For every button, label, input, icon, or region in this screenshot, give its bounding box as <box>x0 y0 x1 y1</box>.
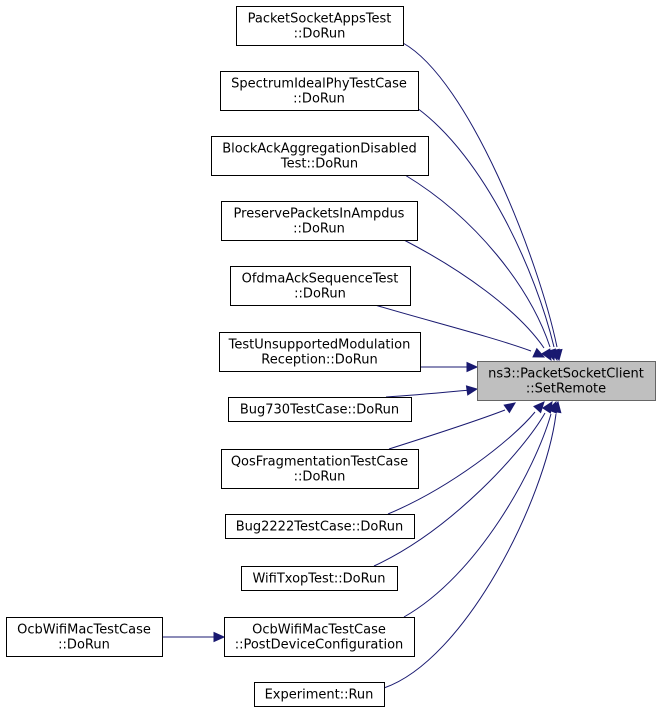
node-unsupp[interactable]: TestUnsupportedModulationReception::DoRu… <box>219 332 421 372</box>
edge-ocbpost-to-setremote <box>403 400 557 618</box>
arrow-head <box>503 402 516 414</box>
node-label-line: Reception::DoRun <box>261 353 377 368</box>
edge-line <box>404 174 551 348</box>
node-box <box>254 682 385 707</box>
arrow-head <box>541 348 552 362</box>
edge-line <box>388 409 506 450</box>
edge-bug2222-to-setremote <box>387 401 545 515</box>
node-box <box>228 397 412 422</box>
edge-qosfrag-to-setremote <box>388 402 516 450</box>
arrow-head <box>533 401 545 414</box>
node-label-line: ::DoRun <box>294 287 346 302</box>
node-ocbrun[interactable]: OcbWifiMacTestCase::DoRun <box>6 617 163 657</box>
node-box <box>225 514 415 539</box>
node-label-line: TestUnsupportedModulation <box>228 338 411 353</box>
node-preserve[interactable]: PreservePacketsInAmpdus::DoRun <box>221 201 418 241</box>
node-label-line: Test::DoRun <box>280 157 358 172</box>
node-label-line: OcbWifiMacTestCase <box>17 623 151 638</box>
node-box <box>241 566 398 591</box>
node-spectrum[interactable]: SpectrumIdealPhyTestCase::DoRun <box>220 71 419 111</box>
arrow-head <box>466 361 479 373</box>
edge-bug730-to-setremote <box>385 385 479 398</box>
edge-exprun-to-setremote <box>383 400 562 689</box>
edges-layer <box>162 42 563 689</box>
node-box <box>221 449 419 489</box>
node-label-line: PreservePacketsInAmpdus <box>234 207 405 222</box>
edge-unsupp-to-setremote <box>420 361 479 373</box>
node-label-line: Experiment::Run <box>265 688 374 703</box>
node-label-line: WifiTxopTest::DoRun <box>252 572 385 587</box>
edge-blockack-to-setremote <box>404 174 556 362</box>
node-bug730[interactable]: Bug730TestCase::DoRun <box>228 397 412 422</box>
node-label-line: QosFragmentationTestCase <box>231 455 408 470</box>
node-qosfrag[interactable]: QosFragmentationTestCase::DoRun <box>221 449 419 489</box>
nodes-layer: PacketSocketAppsTest::DoRunSpectrumIdeal… <box>6 6 656 707</box>
node-label-line: ns3::PacketSocketClient <box>488 367 644 382</box>
node-label-line: ::DoRun <box>294 470 346 485</box>
node-box <box>6 617 163 657</box>
node-ofdma[interactable]: OfdmaAckSequenceTest::DoRun <box>230 266 411 306</box>
node-label-line: ::DoRun <box>294 27 346 42</box>
edge-line <box>402 42 558 348</box>
edge-line <box>416 107 555 348</box>
node-bug2222[interactable]: Bug2222TestCase::DoRun <box>225 514 415 539</box>
node-label-line: SpectrumIdealPhyTestCase <box>231 77 407 92</box>
node-txop[interactable]: WifiTxopTest::DoRun <box>241 566 398 591</box>
node-box <box>477 361 656 401</box>
node-label-line: OfdmaAckSequenceTest <box>242 272 399 287</box>
node-box <box>230 266 411 306</box>
node-label-line: Bug2222TestCase::DoRun <box>236 520 404 535</box>
node-ocbpost[interactable]: OcbWifiMacTestCase::PostDeviceConfigurat… <box>224 617 415 657</box>
edge-spectrum-to-setremote <box>416 107 560 362</box>
edge-preserve-to-setremote <box>403 239 552 362</box>
node-box <box>219 332 421 372</box>
edge-apps-to-setremote <box>402 42 563 362</box>
node-box <box>221 201 418 241</box>
focus-node-setremote[interactable]: ns3::PacketSocketClient::SetRemote <box>477 361 656 401</box>
node-exprun[interactable]: Experiment::Run <box>254 682 385 707</box>
node-label-line: BlockAckAggregationDisabled <box>222 142 417 157</box>
node-label-line: OcbWifiMacTestCase <box>252 623 386 638</box>
edge-line <box>403 239 545 349</box>
node-label-line: ::DoRun <box>293 222 345 237</box>
node-apps[interactable]: PacketSocketAppsTest::DoRun <box>236 6 404 46</box>
node-label-line: ::SetRemote <box>526 382 606 397</box>
arrow-head <box>213 631 226 643</box>
node-box <box>236 6 404 46</box>
node-label-line: ::DoRun <box>58 638 110 653</box>
node-label-line: ::PostDeviceConfiguration <box>235 638 404 653</box>
arrow-head <box>465 385 479 396</box>
edge-line <box>374 304 532 352</box>
edge-ofdma-to-setremote <box>374 304 546 358</box>
edge-line <box>387 411 536 515</box>
arrow-head <box>532 347 546 358</box>
edge-ocbrun-to-ocbpost <box>162 631 226 643</box>
edge-line <box>403 413 552 618</box>
node-box <box>211 136 429 176</box>
node-label-line: ::DoRun <box>293 92 345 107</box>
arrow-head <box>551 400 562 414</box>
edge-line <box>373 412 546 567</box>
node-box <box>220 71 419 111</box>
edge-line <box>383 413 557 689</box>
node-box <box>224 617 415 657</box>
node-label-line: Bug730TestCase::DoRun <box>240 403 399 418</box>
edge-line <box>385 389 471 398</box>
node-label-line: PacketSocketAppsTest <box>248 12 392 27</box>
